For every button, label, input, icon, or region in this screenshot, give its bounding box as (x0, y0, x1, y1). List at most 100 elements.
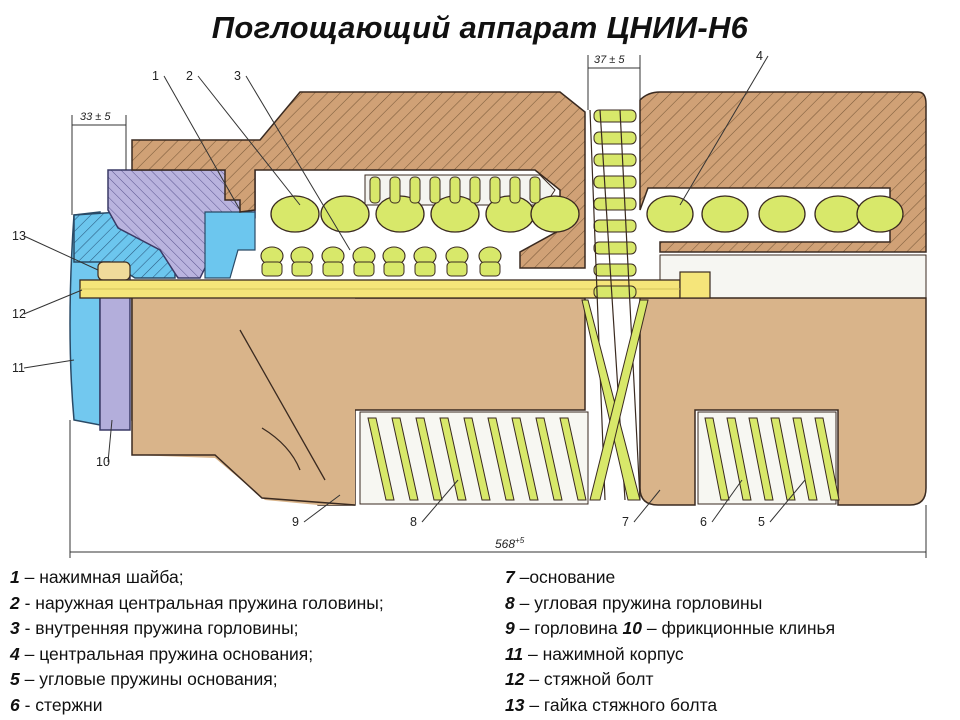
legend-text: - внутренняя пружина горловины; (19, 618, 299, 639)
callout-4: 4 (756, 49, 763, 63)
diagonal-spring (581, 109, 649, 501)
legend-left: 1 – нажимная шайба;2 - наружная централь… (10, 565, 384, 719)
middle-spring-coil (593, 131, 637, 145)
callout-leader-11 (23, 359, 75, 369)
callout-leader-8 (421, 479, 459, 523)
inner-spring-coil (353, 261, 375, 277)
legend-row-2: 2 - наружная центральная пружина головин… (10, 591, 384, 617)
inner-spring-coil (322, 261, 344, 277)
callout-leader-6 (711, 479, 743, 523)
middle-spring-coil (593, 219, 637, 233)
legend-row-5: 5 – угловые пружины основания; (10, 667, 384, 693)
spring-coil (389, 176, 401, 204)
inner-spring-coil (479, 261, 501, 277)
callout-1: 1 (152, 69, 159, 83)
dimension-lines (69, 55, 927, 558)
callout-11: 11 (12, 361, 25, 375)
press-housing (69, 211, 176, 431)
legend-text: – нажимной корпус (523, 643, 684, 664)
legend-number: 9 (505, 618, 515, 639)
callout-6: 6 (700, 515, 707, 529)
legend-number: 11 (505, 643, 524, 664)
spring-coil (369, 176, 381, 204)
page-title: Поглощающий аппарат ЦНИИ-Н6 (211, 10, 749, 45)
legend-number: 3 (10, 618, 20, 639)
spring-section (320, 195, 370, 233)
angle-spring-coil (439, 417, 467, 501)
spring-section (270, 195, 320, 233)
base-spring-section (758, 195, 806, 233)
neck-body-lower (131, 297, 586, 506)
tie-bolt (79, 271, 711, 299)
legend-number: 6 (10, 694, 20, 715)
legend-number: 10 (622, 618, 642, 639)
base-spring-section (856, 195, 904, 233)
legend-number: 4 (10, 643, 20, 664)
callout-leader-7 (633, 489, 661, 523)
inner-spring-coil (291, 261, 313, 277)
base-spring-section (814, 195, 862, 233)
legend-number: 2 (10, 592, 20, 613)
legend-row-9: 9 – горловина 10 – фрикционные клинья (505, 616, 835, 642)
callout-leader-1 (163, 75, 241, 211)
angle-spring-coil (487, 417, 515, 501)
callout-leader-9 (303, 494, 341, 523)
middle-spring-coil (593, 263, 637, 277)
callout-12: 12 (12, 307, 26, 321)
legend-row-12: 12 – стяжной болт (505, 667, 835, 693)
middle-spring-coil (593, 175, 637, 189)
spring-coil (469, 176, 481, 204)
inner-spring-coil (446, 261, 468, 277)
angle-spring-coil (559, 417, 587, 501)
legend-row-1: 1 – нажимная шайба; (10, 565, 384, 591)
spring-coil (409, 176, 421, 204)
legend-text: – фрикционные клинья (642, 618, 836, 639)
callout-leader-12 (23, 289, 83, 315)
base-angle-spring-coil (814, 417, 840, 501)
inner-spring-coil (383, 261, 405, 277)
angle-spring-coil (463, 417, 491, 501)
base-angle-spring-coil (748, 417, 774, 501)
legend-text: - наружная центральная пружина головины; (19, 592, 384, 613)
base-angle-spring-coil (704, 417, 730, 501)
spring-section (530, 195, 580, 233)
callout-9: 9 (292, 515, 299, 529)
spring-coil (449, 176, 461, 204)
legend-row-8: 8 – угловая пружина горловины (505, 591, 835, 617)
legend-row-4: 4 – центральная пружина основания; (10, 642, 384, 668)
legend-row-3: 3 - внутренняя пружина горловины; (10, 616, 384, 642)
callout-3: 3 (234, 69, 241, 83)
legend-text: – угловые пружины основания; (19, 669, 278, 690)
base-angle-spring-coil (770, 417, 796, 501)
callout-leader-10 (107, 419, 113, 463)
callout-13: 13 (12, 229, 26, 243)
dim-overall-length: 568+5 (495, 536, 525, 551)
legend-row-7: 7 –основание (505, 565, 835, 591)
legend-text: – угловая пружина горловины (514, 592, 763, 613)
legend-text: –основание (514, 567, 616, 587)
legend-row-13: 13 – гайка стяжного болта (505, 693, 835, 719)
spring-coil (509, 176, 521, 204)
legend-number: 13 (505, 694, 525, 715)
angle-spring-coil (415, 417, 443, 501)
legend-text: – гайка стяжного болта (524, 694, 718, 715)
callout-leader-13 (23, 235, 99, 271)
middle-spring-coil (593, 153, 637, 167)
angle-spring-coil (367, 417, 395, 501)
callout-8: 8 (410, 515, 417, 529)
legend-text: – стяжной болт (524, 669, 654, 690)
spring-coil (489, 176, 501, 204)
callout-2: 2 (186, 69, 193, 83)
angle-spring-coil (535, 417, 563, 501)
inner-spring-coil (414, 261, 436, 277)
callout-leader-5 (769, 479, 806, 523)
legend-number: 5 (10, 669, 20, 690)
middle-spring-coil (593, 241, 637, 255)
base-angle-spring-coil (726, 417, 752, 501)
legend-text: – горловина (514, 618, 623, 639)
spring-coil (429, 176, 441, 204)
base-spring-section (646, 195, 694, 233)
legend-text: – центральная пружина основания; (19, 643, 314, 664)
